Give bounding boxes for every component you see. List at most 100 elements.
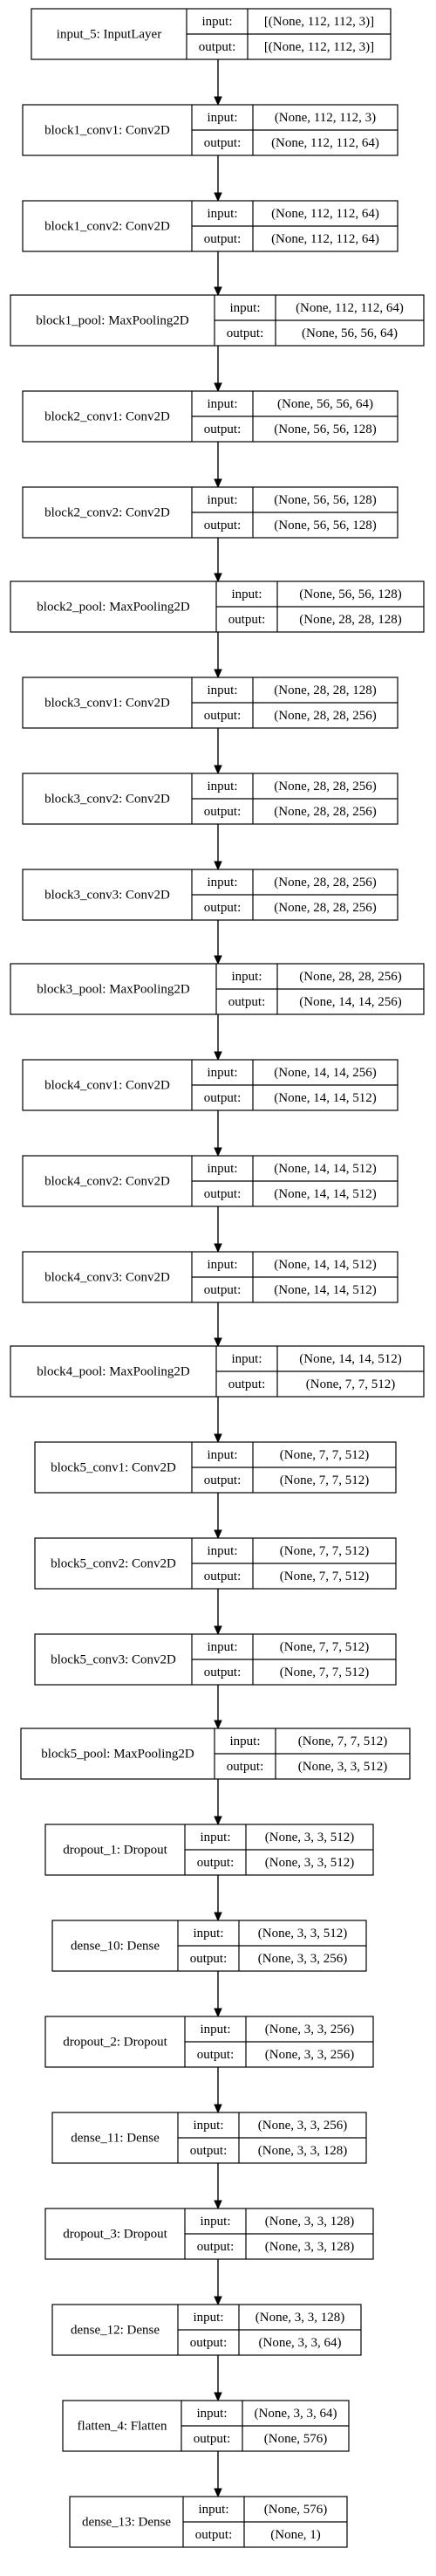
input-shape: (None, 14, 14, 512)	[274, 1162, 376, 1176]
output-label: output:	[199, 40, 236, 54]
arrowhead-icon	[214, 1433, 222, 1444]
arrowhead-icon	[214, 478, 222, 489]
output-label: output:	[204, 1473, 242, 1487]
arrowhead-icon	[214, 1912, 222, 1922]
arrowhead-icon	[214, 192, 222, 203]
arrowhead-icon	[214, 2104, 222, 2114]
output-shape: (None, 56, 56, 64)	[302, 326, 398, 340]
layer-name: block3_pool: MaxPooling2D	[37, 982, 190, 996]
output-shape: (None, 3, 3, 512)	[265, 1856, 354, 1870]
arrowhead-icon	[214, 2488, 222, 2498]
arrowhead-icon	[214, 2008, 222, 2018]
output-label: output:	[204, 422, 242, 436]
edge-arrow	[214, 59, 222, 106]
edge-arrow	[214, 824, 222, 871]
output-shape: (None, 3, 3, 256)	[265, 2048, 354, 2062]
layer-node: block3_pool: MaxPooling2Dinput:output:(N…	[10, 963, 425, 1015]
arrowhead-icon	[214, 573, 222, 583]
input-label: input:	[207, 1162, 237, 1176]
input-shape: (None, 3, 3, 128)	[265, 2215, 354, 2229]
input-label: input:	[229, 1735, 260, 1748]
output-shape: [(None, 112, 112, 3)]	[264, 40, 374, 54]
output-label: output:	[190, 2144, 228, 2158]
input-shape: (None, 14, 14, 512)	[274, 1258, 376, 1272]
output-label: output:	[197, 1856, 235, 1870]
input-shape: (None, 3, 3, 128)	[255, 2311, 344, 2325]
edge-arrow	[214, 2067, 222, 2114]
input-shape: (None, 3, 3, 512)	[265, 1831, 354, 1844]
arrowhead-icon	[214, 1337, 222, 1348]
layer-name: dense_11: Dense	[71, 2131, 160, 2145]
edge-arrow	[214, 1779, 222, 1826]
output-label: output:	[197, 2048, 235, 2062]
input-shape: (None, 7, 7, 512)	[280, 1544, 369, 1558]
input-label: input:	[207, 1066, 237, 1080]
layer-name: dropout_1: Dropout	[63, 1843, 167, 1857]
output-label: output:	[197, 2240, 235, 2254]
edge-arrow	[214, 1110, 222, 1157]
layer-node: block5_conv3: Conv2Dinput:output:(None, …	[34, 1633, 397, 1686]
output-shape: (None, 14, 14, 512)	[274, 1091, 376, 1105]
layer-node: block4_conv1: Conv2Dinput:output:(None, …	[22, 1059, 399, 1111]
edge-arrow	[214, 155, 222, 203]
output-shape: (None, 7, 7, 512)	[280, 1666, 369, 1680]
layer-name: block1_conv1: Conv2D	[44, 123, 170, 137]
layer-node: block1_pool: MaxPooling2Dinput:output:(N…	[10, 294, 425, 347]
output-shape: (None, 56, 56, 128)	[274, 519, 376, 532]
output-shape: (None, 3, 3, 256)	[258, 1952, 347, 1966]
input-label: input:	[207, 397, 237, 411]
input-label: input:	[200, 2215, 230, 2229]
layer-name: block3_conv1: Conv2D	[44, 696, 170, 710]
output-label: output:	[190, 2336, 228, 2350]
layer-node: block4_pool: MaxPooling2Dinput:output:(N…	[10, 1345, 425, 1398]
input-label: input:	[193, 2311, 223, 2325]
input-label: input:	[193, 1927, 223, 1941]
layer-name: flatten_4: Flatten	[78, 2419, 167, 2433]
input-label: input:	[196, 2407, 227, 2421]
output-label: output:	[204, 805, 242, 819]
edge-arrow	[214, 1302, 222, 1348]
arrowhead-icon	[214, 669, 222, 679]
input-shape: (None, 112, 112, 64)	[271, 207, 379, 221]
edge-arrow	[214, 1014, 222, 1061]
arrowhead-icon	[214, 1625, 222, 1636]
output-label: output:	[204, 901, 242, 915]
edge-arrow	[214, 1397, 222, 1444]
arrowhead-icon	[214, 2296, 222, 2306]
input-label: input:	[200, 1831, 230, 1844]
output-label: output:	[227, 1760, 264, 1774]
input-shape: (None, 56, 56, 64)	[277, 397, 373, 411]
edge-arrow	[214, 1875, 222, 1922]
output-label: output:	[204, 1187, 242, 1201]
layer-name: dropout_2: Dropout	[63, 2035, 167, 2049]
edge-arrow	[214, 442, 222, 489]
output-shape: (None, 3, 3, 512)	[298, 1760, 387, 1774]
output-label: output:	[204, 1091, 242, 1105]
input-label: input:	[193, 2119, 223, 2133]
input-label: input:	[207, 111, 237, 125]
layer-node: block2_conv1: Conv2Dinput:output:(None, …	[22, 390, 399, 443]
edge-arrow	[214, 2355, 222, 2402]
layer-node: block4_conv2: Conv2Dinput:output:(None, …	[22, 1155, 399, 1207]
input-shape: (None, 28, 28, 128)	[274, 683, 376, 697]
output-shape: (None, 14, 14, 512)	[274, 1283, 376, 1297]
output-shape: (None, 7, 7, 512)	[280, 1473, 369, 1487]
output-shape: (None, 576)	[264, 2432, 327, 2446]
input-label: input:	[198, 2503, 228, 2517]
input-shape: (None, 28, 28, 256)	[274, 780, 376, 793]
output-shape: (None, 7, 7, 512)	[280, 1570, 369, 1583]
edge-arrow	[214, 1685, 222, 1730]
layer-node: block1_conv2: Conv2Dinput:output:(None, …	[22, 200, 399, 252]
output-label: output:	[204, 1570, 242, 1583]
layer-node: block2_pool: MaxPooling2Dinput:output:(N…	[10, 580, 425, 633]
layer-name: block5_conv1: Conv2D	[51, 1460, 176, 1474]
input-label: input:	[207, 876, 237, 890]
input-label: input:	[231, 1352, 262, 1366]
output-label: output:	[194, 2432, 231, 2446]
arrowhead-icon	[214, 2392, 222, 2402]
